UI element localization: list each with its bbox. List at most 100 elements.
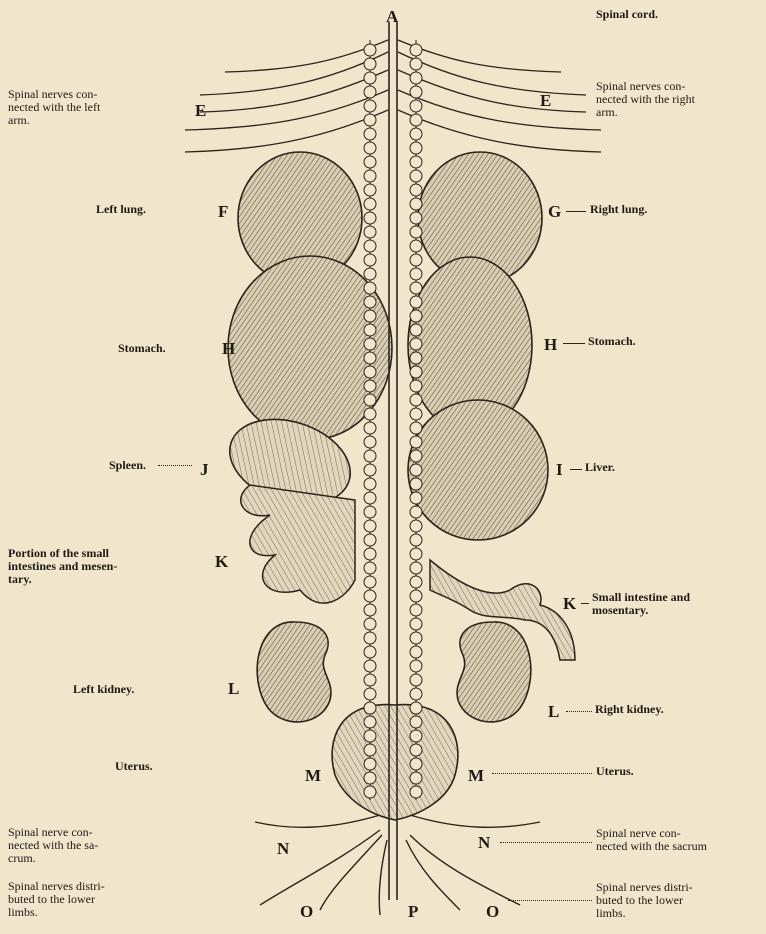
ganglion-bead [364,702,376,714]
ganglion-bead [364,660,376,672]
label-spleen: Spleen. [109,459,146,472]
ganglion-bead [364,520,376,532]
ganglion-bead [410,394,422,406]
ganglion-bead [364,142,376,154]
letter-f: F [218,203,228,220]
ganglion-bead [410,450,422,462]
letter-n-right: N [478,834,490,851]
ganglion-bead [410,436,422,448]
ganglion-bead [364,436,376,448]
ganglion-bead [364,548,376,560]
ganglion-bead [410,478,422,490]
ganglion-bead [364,604,376,616]
ganglion-bead [410,226,422,238]
label-spinal-nerves-left-arm: Spinal nerves con- nected with the left … [8,88,166,127]
ganglion-bead [364,506,376,518]
ganglion-bead [410,548,422,560]
ganglion-bead [364,450,376,462]
label-spinal-nerves-lower-limbs-left: Spinal nerves distri- buted to the lower… [8,880,168,919]
ganglion-bead [410,408,422,420]
letter-p: P [408,903,418,920]
ganglion-bead [410,352,422,364]
ganglion-bead [364,786,376,798]
ganglion-bead [364,296,376,308]
label-small-intestines: Portion of the small intestines and mese… [8,547,168,586]
ganglion-bead [410,100,422,112]
leader-small-intestine [581,603,589,604]
label-spinal-nerve-sacrum-right: Spinal nerve con- nected with the sacrum [596,827,762,853]
ganglion-bead [410,44,422,56]
letter-k-left: K [215,553,228,570]
ganglion-bead [410,282,422,294]
ganglion-bead [410,716,422,728]
ganglion-bead [410,240,422,252]
letter-o-right: O [486,903,499,920]
letter-m-right: M [468,767,484,784]
ganglion-bead [410,730,422,742]
ganglion-bead [364,44,376,56]
ganglion-bead [410,576,422,588]
ganglion-bead [364,114,376,126]
ganglion-bead [410,380,422,392]
ganglion-bead [364,772,376,784]
ganglion-bead [364,394,376,406]
ganglion-bead [364,72,376,84]
label-right-lung: Right lung. [590,203,647,216]
ganglion-bead [410,534,422,546]
liver-shape [408,400,548,540]
ganglion-bead [364,170,376,182]
ganglion-bead [410,142,422,154]
ganglion-bead [410,772,422,784]
ganglion-bead [410,688,422,700]
ganglion-bead [410,128,422,140]
label-spinal-cord: Spinal cord. [596,8,658,21]
letter-k-right: K [563,595,576,612]
ganglion-bead [410,464,422,476]
label-left-kidney: Left kidney. [73,683,134,696]
ganglion-bead [364,240,376,252]
ganglion-bead [410,114,422,126]
right-kidney-shape [457,622,531,722]
ganglion-bead [364,100,376,112]
ganglion-bead [364,282,376,294]
letter-a: A [386,8,398,25]
ganglion-bead [364,212,376,224]
ganglion-bead [364,464,376,476]
ganglion-bead [364,366,376,378]
ganglion-bead [364,758,376,770]
ganglion-bead [410,562,422,574]
ganglion-bead [410,296,422,308]
ganglion-bead [364,156,376,168]
ganglion-bead [410,492,422,504]
ganglion-bead [364,324,376,336]
label-spinal-nerve-sacrum-left: Spinal nerve con- nected with the sa- cr… [8,826,168,865]
ganglion-bead [364,590,376,602]
label-left-lung: Left lung. [96,203,146,216]
ganglion-bead [410,268,422,280]
ganglion-bead [410,156,422,168]
ganglion-bead [410,338,422,350]
label-right-kidney: Right kidney. [595,703,664,716]
small-intestines-left-shape [241,485,355,603]
label-spinal-nerves-lower-limbs-right: Spinal nerves distri- buted to the lower… [596,881,762,920]
ganglion-bead [410,254,422,266]
ganglion-bead [364,86,376,98]
ganglion-bead [410,58,422,70]
ganglion-bead [410,786,422,798]
ganglion-bead [364,744,376,756]
ganglion-bead [364,128,376,140]
ganglion-bead [364,310,376,322]
letter-g: G [548,203,561,220]
ganglion-bead [364,422,376,434]
ganglion-bead [410,366,422,378]
label-uterus-left: Uterus. [115,760,153,773]
ganglion-bead [364,646,376,658]
label-liver: Liver. [585,461,615,474]
left-kidney-shape [257,622,331,722]
ganglion-bead [364,576,376,588]
leader-right-lung [566,211,586,212]
ganglion-bead [364,688,376,700]
letter-h-left: H [222,340,235,357]
ganglion-bead [410,758,422,770]
